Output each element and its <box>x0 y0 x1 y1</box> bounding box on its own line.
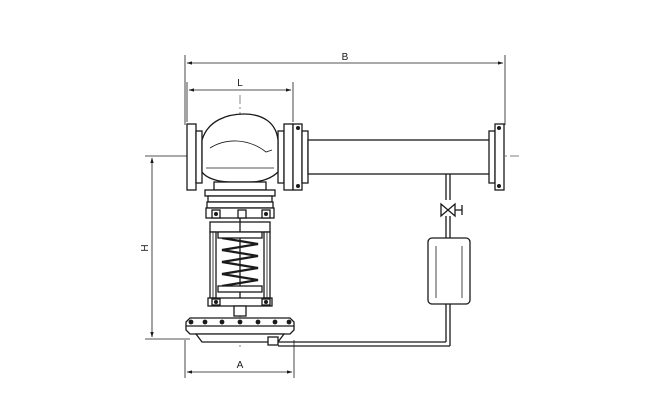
impulse-line <box>278 174 471 347</box>
needle-valve <box>440 202 456 218</box>
dimension-a-label: A <box>237 360 244 371</box>
diaphragm-actuator <box>185 317 295 346</box>
dimension-l: L <box>186 78 294 122</box>
dimension-b-label: B <box>342 52 349 63</box>
outlet-pipe <box>292 123 505 191</box>
dimension-a: A <box>184 340 295 378</box>
dimension-h-label: H <box>140 244 151 251</box>
spring <box>221 236 259 288</box>
spring-yoke <box>205 207 275 317</box>
condensate-pot <box>427 237 471 305</box>
dimension-b: B <box>184 52 506 125</box>
dimension-l-label: L <box>237 78 243 89</box>
valve-body <box>186 113 294 209</box>
